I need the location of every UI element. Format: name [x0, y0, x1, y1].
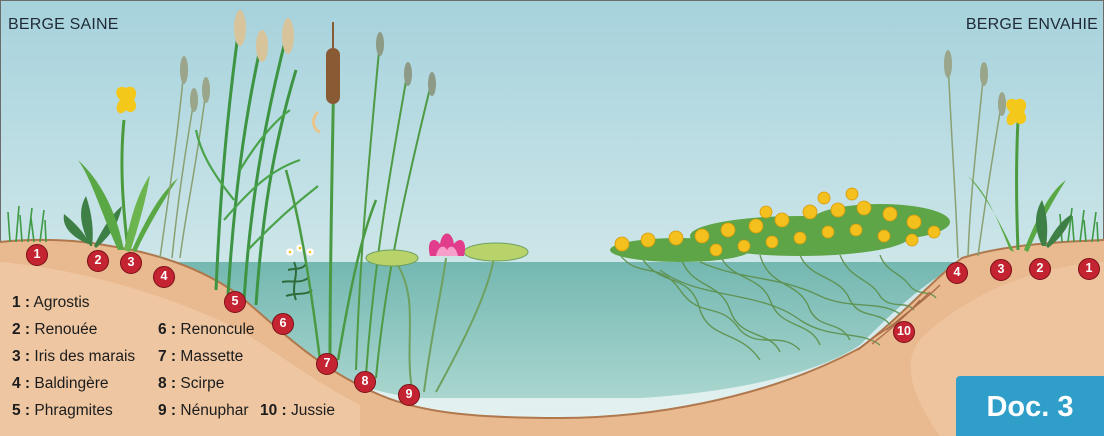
marker-nenuphar: 9 [398, 384, 420, 406]
legend-item-iris: 3 : Iris des marais [12, 348, 135, 366]
marker-phragmites: 5 [224, 291, 246, 313]
marker-renoncule: 6 [272, 313, 294, 335]
marker-iris-left: 3 [120, 252, 142, 274]
marker-jussie: 10 [893, 321, 915, 343]
marker-baldingere-left: 4 [153, 266, 175, 288]
marker-renouee-left: 2 [87, 250, 109, 272]
marker-iris-right: 3 [990, 259, 1012, 281]
marker-scirpe: 8 [354, 371, 376, 393]
legend-item-renoncule: 6 : Renoncule [158, 321, 255, 339]
legend-item-baldingere: 4 : Baldingère [12, 375, 109, 393]
marker-agrostis-left: 1 [26, 244, 48, 266]
legend-item-massette: 7 : Massette [158, 348, 243, 366]
legend-item-agrostis: 1 : Agrostis [12, 294, 90, 312]
doc-badge: Doc. 3 [956, 376, 1104, 436]
title-healthy-bank: BERGE SAINE [8, 16, 119, 34]
legend-item-scirpe: 8 : Scirpe [158, 375, 224, 393]
legend-item-nenuphar: 9 : Nénuphar [158, 402, 248, 420]
marker-baldingere-right: 4 [946, 262, 968, 284]
marker-massette: 7 [316, 353, 338, 375]
legend-item-jussie: 10 : Jussie [260, 402, 335, 420]
title-invaded-bank: BERGE ENVAHIE [966, 16, 1098, 34]
marker-renouee-right: 2 [1029, 258, 1051, 280]
legend-item-phragmites: 5 : Phragmites [12, 402, 113, 420]
legend-item-renouee: 2 : Renouée [12, 321, 97, 339]
marker-agrostis-right: 1 [1078, 258, 1100, 280]
